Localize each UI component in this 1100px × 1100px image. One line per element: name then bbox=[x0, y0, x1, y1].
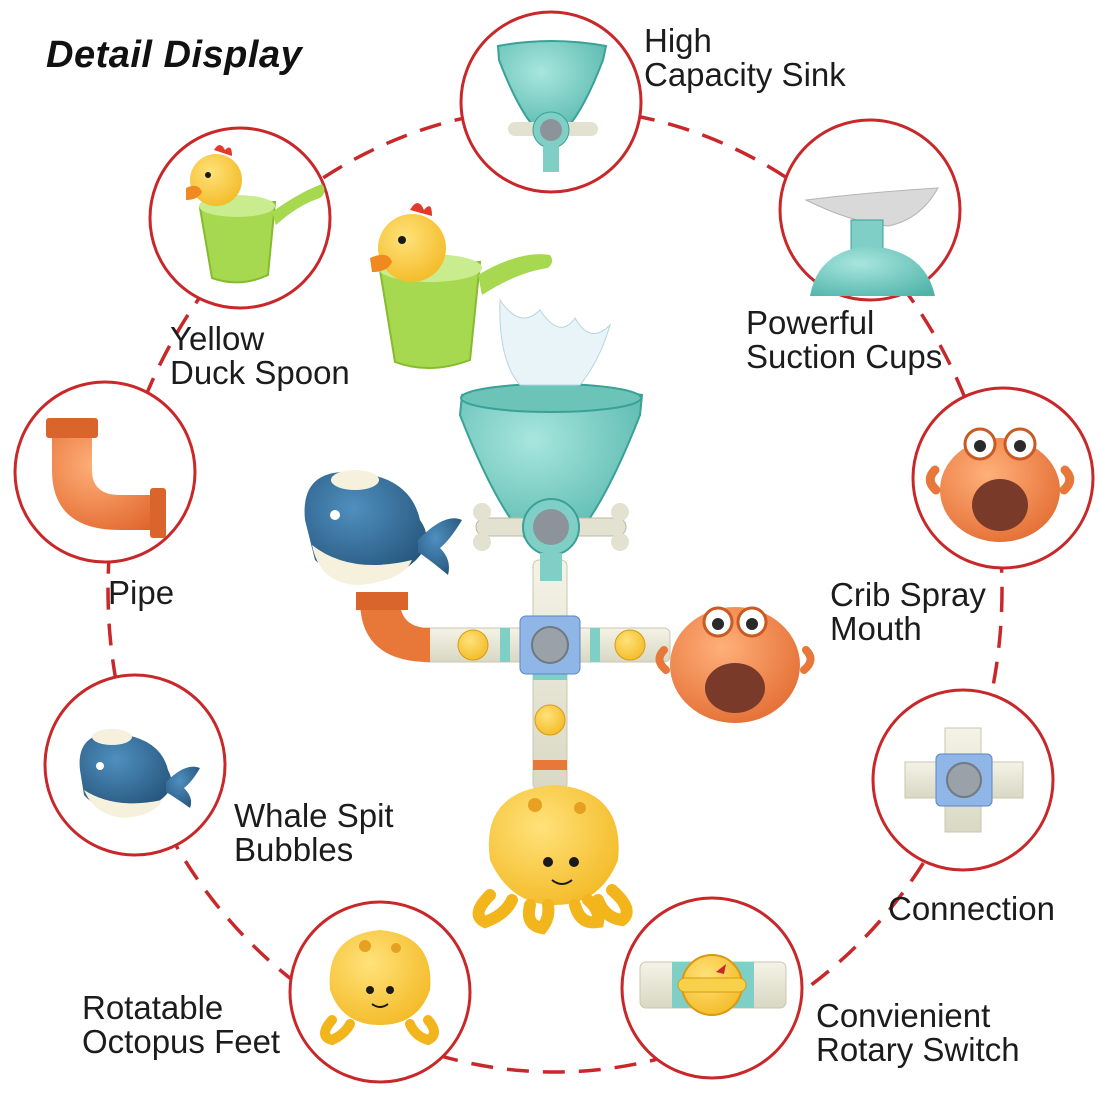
label-crab: Crib Spray Mouth bbox=[830, 578, 986, 646]
page-title: Detail Display bbox=[46, 34, 303, 76]
circle-sink bbox=[459, 10, 643, 194]
label-whale-line2: Bubbles bbox=[234, 831, 354, 868]
label-octopus-line1: Rotatable bbox=[82, 989, 224, 1026]
label-sink-line1: High bbox=[644, 22, 712, 59]
label-connection-line1: Connection bbox=[888, 890, 1055, 927]
circle-suction bbox=[778, 118, 962, 302]
central-toy-assembly bbox=[304, 203, 815, 935]
label-switch: Convienient Rotary Switch bbox=[816, 999, 1020, 1067]
label-octopus: Rotatable Octopus Feet bbox=[82, 991, 280, 1059]
dashed-ring bbox=[106, 106, 1004, 1074]
label-pipe-line1: Pipe bbox=[108, 574, 175, 611]
label-suction: Powerful Suction Cups bbox=[746, 306, 942, 374]
label-sink-line2: Capacity Sink bbox=[644, 56, 846, 93]
label-suction-line1: Powerful bbox=[746, 304, 875, 341]
label-octopus-line2: Octopus Feet bbox=[82, 1023, 281, 1060]
label-sink: High Capacity Sink bbox=[644, 24, 846, 92]
label-duck: Yellow Duck Spoon bbox=[170, 322, 350, 390]
circle-octopus bbox=[288, 900, 472, 1084]
label-switch-line2: Rotary Switch bbox=[816, 1031, 1020, 1068]
label-crab-line1: Crib Spray bbox=[830, 576, 986, 613]
label-whale: Whale Spit Bubbles bbox=[234, 799, 394, 867]
label-connection: Connection bbox=[888, 892, 1055, 926]
label-duck-line1: Yellow bbox=[170, 320, 265, 357]
circle-connection bbox=[871, 688, 1055, 872]
circle-switch bbox=[620, 896, 804, 1080]
circle-crab bbox=[911, 386, 1095, 570]
circle-duck bbox=[148, 126, 332, 310]
label-suction-line2: Suction Cups bbox=[746, 338, 943, 375]
label-crab-line2: Mouth bbox=[830, 610, 922, 647]
label-whale-line1: Whale Spit bbox=[234, 797, 394, 834]
circle-whale bbox=[43, 673, 227, 857]
circle-pipe bbox=[13, 380, 197, 564]
label-duck-line2: Duck Spoon bbox=[170, 354, 350, 391]
label-pipe: Pipe bbox=[108, 576, 174, 610]
label-switch-line1: Convienient bbox=[816, 997, 991, 1034]
